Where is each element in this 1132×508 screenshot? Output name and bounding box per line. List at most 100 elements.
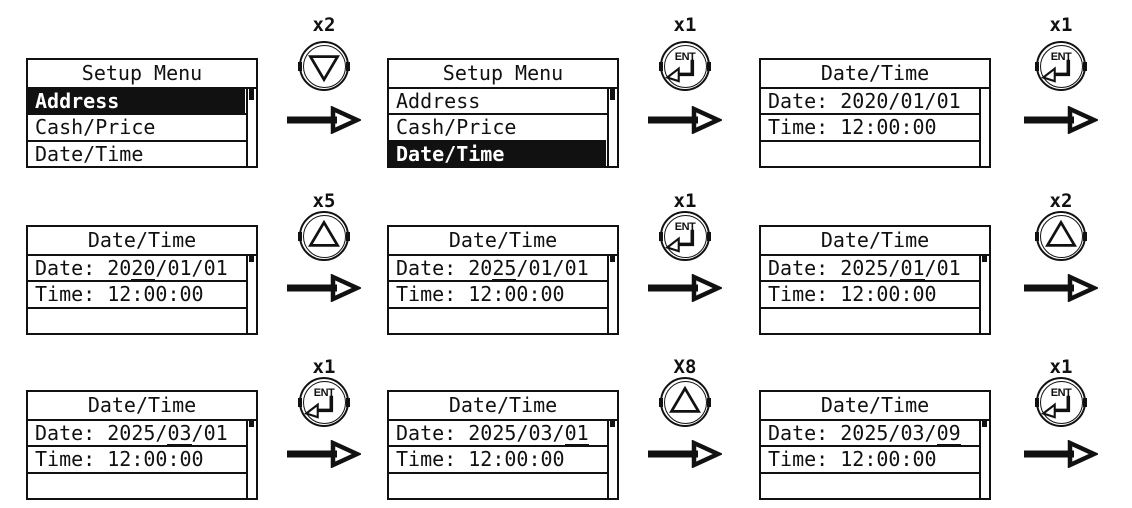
up-arrow-button-icon[interactable] (298, 211, 350, 261)
screen-title: Date/Time (28, 392, 256, 421)
enter-button-icon[interactable]: ENT (1035, 41, 1087, 91)
enter-button-icon[interactable]: ENT (659, 41, 711, 91)
button-side-nub (346, 61, 350, 71)
empty-row (28, 306, 256, 333)
edit-cursor-underline: 01 (564, 421, 589, 445)
flow-arrow (287, 440, 361, 468)
scrollbar-thumb (249, 256, 254, 262)
flow-arrow (648, 440, 722, 468)
scrollbar[interactable] (979, 256, 989, 333)
enter-button-label: ENT (1050, 387, 1072, 399)
scrollbar-thumb (610, 421, 615, 427)
date-text-after: /01/01 (155, 256, 228, 280)
screen-title: Date/Time (389, 392, 617, 421)
press-count-label: x1 (312, 356, 336, 378)
menu-item-date-time[interactable]: Date/Time (28, 139, 256, 166)
screen-title: Setup Menu (389, 60, 617, 89)
date-row: Date: 2020/01/01 (28, 256, 256, 280)
screen-title: Date/Time (389, 227, 617, 256)
up-arrow-button-icon[interactable] (1035, 211, 1087, 261)
scrollbar[interactable] (607, 256, 617, 333)
time-row: Time: 12:00:00 (761, 280, 989, 306)
scrollbar[interactable] (246, 256, 256, 333)
menu-item-cash-price[interactable]: Cash/Price (28, 113, 256, 139)
date-row: Date: 2025/03/01 (28, 421, 256, 445)
date-text-after: /01/01 (516, 256, 589, 280)
time-row: Time: 12:00:00 (761, 113, 989, 139)
button-side-nub (1035, 397, 1039, 407)
lcd-screen-setup-menu-2: Setup Menu Address Cash/Price Date/Time (387, 58, 619, 168)
button-side-nub (1035, 61, 1039, 71)
time-row: Time: 12:00:00 (28, 280, 256, 306)
flow-arrow (1024, 440, 1098, 468)
enter-button-label: ENT (674, 51, 696, 63)
time-row: Time: 12:00:00 (389, 280, 617, 306)
lcd-screen-date-time-4: Date/Time Date: 2025/01/01 Time: 12:00:0… (759, 225, 991, 335)
press-count-label: x1 (1049, 14, 1073, 36)
screen-title: Date/Time (761, 60, 989, 89)
empty-row (761, 306, 989, 333)
button-side-nub (1083, 61, 1087, 71)
enter-button-label: ENT (674, 221, 696, 233)
lcd-screen-date-time-6: Date/Time Date: 2025/03/01 Time: 12:00:0… (387, 390, 619, 500)
scrollbar-thumb (610, 256, 615, 262)
press-count-label: x2 (312, 14, 336, 36)
date-text: Date: 2025/ (768, 256, 901, 280)
up-arrow-button-icon[interactable] (659, 377, 711, 427)
edit-cursor-underline: 20 (131, 256, 156, 280)
press-count-label: X8 (673, 356, 697, 378)
menu-item-address[interactable]: Address (28, 89, 245, 114)
enter-button-label: ENT (1050, 51, 1072, 63)
enter-button-icon[interactable]: ENT (298, 377, 350, 427)
scrollbar-thumb (982, 256, 987, 262)
button-side-nub (346, 397, 350, 407)
button-side-nub (298, 397, 302, 407)
empty-row (389, 471, 617, 498)
press-count-label: x1 (673, 14, 697, 36)
date-text: Date: 2025/03/ (768, 421, 937, 445)
flow-arrow (1024, 106, 1098, 134)
date-text: Date: 2025/ (35, 421, 168, 445)
flow-arrow (287, 106, 361, 134)
scrollbar[interactable] (607, 421, 617, 498)
time-row: Time: 12:00:00 (389, 445, 617, 471)
lcd-screen-date-time-2: Date/Time Date: 2020/01/01 Time: 12:00:0… (26, 225, 258, 335)
date-text-after: /01 (924, 256, 961, 280)
enter-button-icon[interactable]: ENT (1035, 377, 1087, 427)
menu-item-date-time[interactable]: Date/Time (389, 139, 606, 166)
date-text: Date: 2025/03/ (396, 421, 565, 445)
button-side-nub (707, 61, 711, 71)
menu-item-address[interactable]: Address (396, 89, 481, 113)
date-row: Date: 2020/01/01 (761, 89, 989, 113)
button-side-nub (298, 231, 302, 241)
empty-row (761, 139, 989, 166)
press-count-label: x1 (673, 190, 697, 212)
button-side-nub (1035, 231, 1039, 241)
button-side-nub (707, 397, 711, 407)
lcd-screen-date-time-1: Date/Time Date: 2020/01/01 Time: 12:00:0… (759, 58, 991, 168)
empty-row (389, 306, 617, 333)
date-row: Date: 2025/03/09 (761, 421, 989, 445)
scrollbar[interactable] (979, 421, 989, 498)
date-text-after: /01 (191, 421, 228, 445)
scrollbar[interactable] (246, 89, 256, 166)
scrollbar[interactable] (979, 89, 989, 166)
down-arrow-button-icon[interactable] (298, 41, 350, 91)
scrollbar[interactable] (607, 89, 617, 166)
flow-arrow (287, 274, 361, 302)
screen-title: Date/Time (761, 227, 989, 256)
date-row: Date: 2025/03/01 (389, 421, 617, 445)
screen-title: Date/Time (28, 227, 256, 256)
scrollbar-thumb (610, 89, 615, 100)
screen-title: Setup Menu (28, 60, 256, 89)
scrollbar[interactable] (246, 421, 256, 498)
date-text: Date: 20 (35, 256, 132, 280)
menu-item-cash-price[interactable]: Cash/Price (389, 113, 617, 139)
lcd-screen-date-time-5: Date/Time Date: 2025/03/01 Time: 12:00:0… (26, 390, 258, 500)
flow-arrow (648, 274, 722, 302)
enter-button-icon[interactable]: ENT (659, 211, 711, 261)
time-row: Time: 12:00:00 (28, 445, 256, 471)
scrollbar-thumb (249, 421, 254, 427)
flow-arrow (648, 106, 722, 134)
